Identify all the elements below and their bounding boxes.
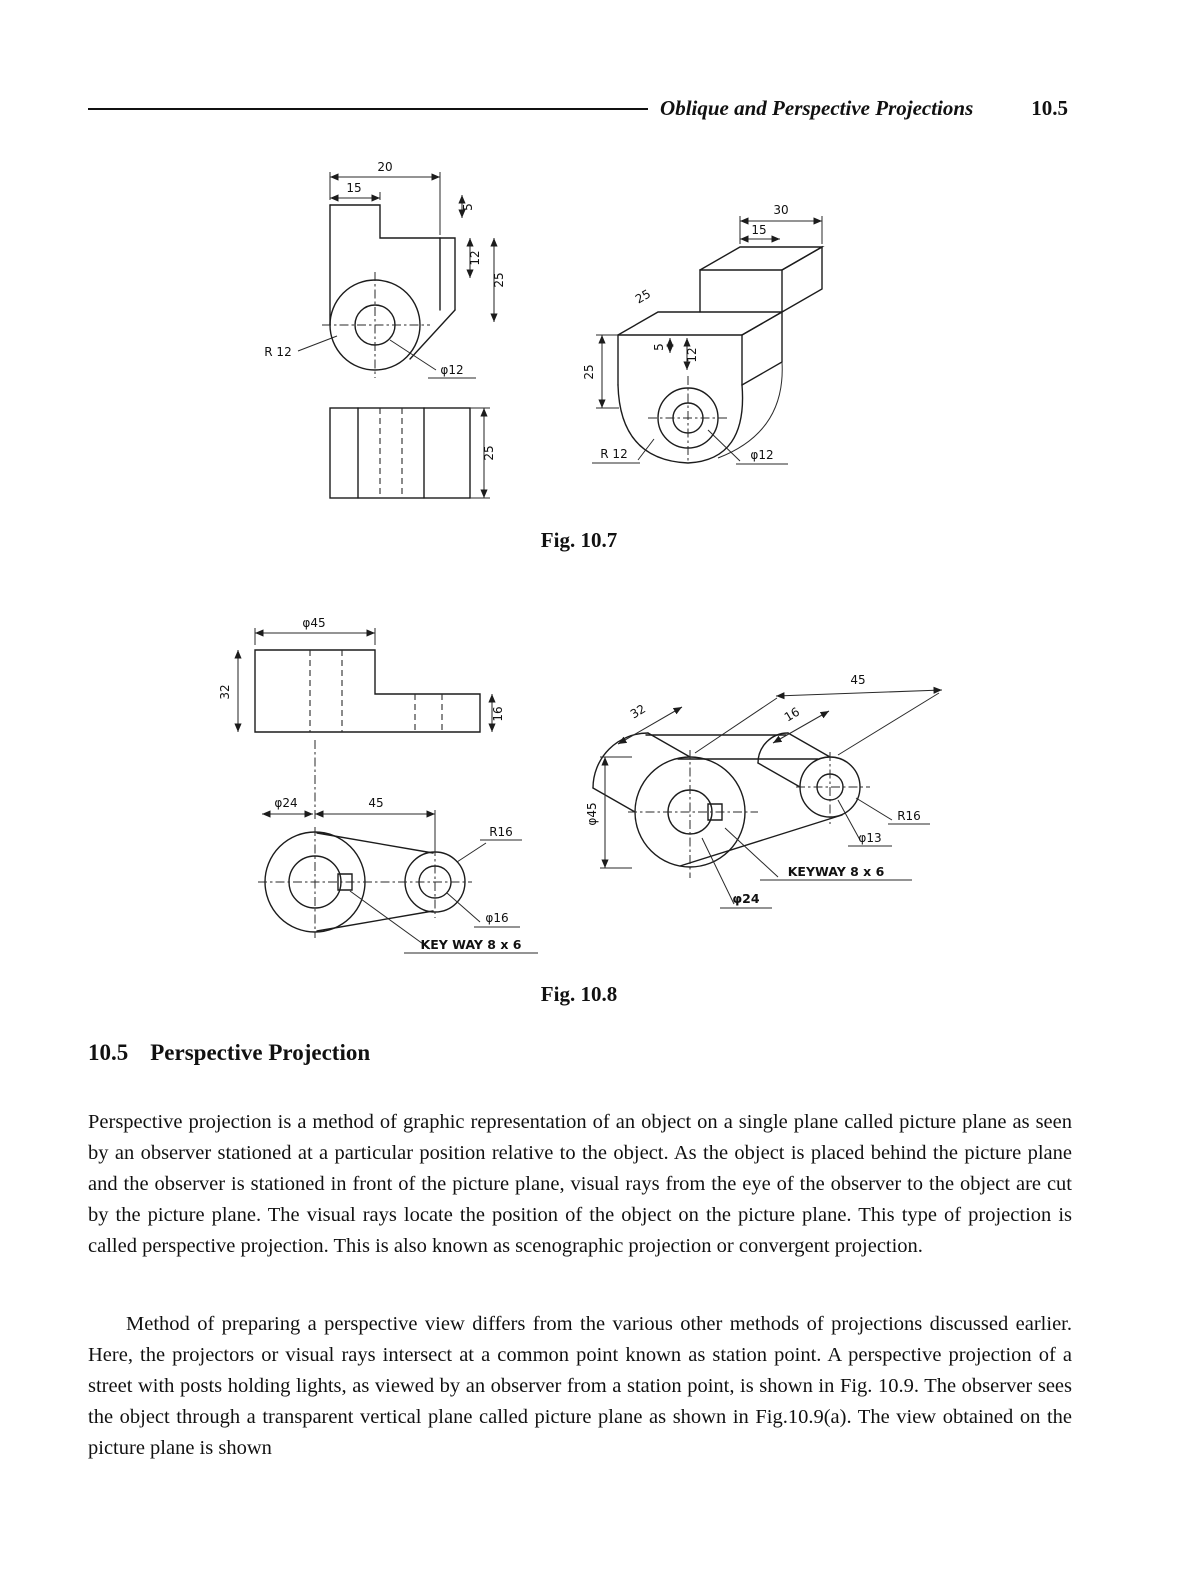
oblique-view: 30 15 25 25 5 12 R 12 φ12 (582, 203, 825, 465)
front-view: 20 15 5 12 25 R 12 φ12 (264, 160, 506, 379)
figure-caption-10-7: Fig. 10.7 (540, 528, 618, 552)
page-number: 10.5 (1031, 96, 1068, 120)
fig-10-8-drawing: φ45 32 16 φ24 45 R16 φ16 (218, 616, 943, 954)
dim-label-45: 45 (850, 673, 865, 687)
front-view: φ45 32 16 (218, 616, 505, 822)
dim-label-25-left: 25 (582, 364, 596, 379)
dim-label-5: 5 (461, 203, 475, 211)
keyway-label: KEY WAY 8 x 6 (421, 937, 522, 952)
radius-label-r12: R 12 (600, 447, 627, 461)
paragraph-2: Method of preparing a perspective view d… (88, 1312, 1072, 1459)
fig-10-7-drawing: 20 15 5 12 25 R 12 φ12 25 (264, 160, 825, 499)
paragraph-1: Perspective projection is a method of gr… (88, 1110, 1072, 1257)
radius-label-r16: R16 (489, 825, 513, 839)
diameter-label-phi16: φ16 (485, 911, 508, 925)
dim-label-32: 32 (218, 684, 232, 699)
dim-label-16: 16 (782, 705, 802, 725)
dim-label-30: 30 (773, 203, 788, 217)
keyway-label: KEYWAY 8 x 6 (788, 864, 885, 879)
diameter-label-phi13: φ13 (858, 831, 881, 845)
running-title: Oblique and Perspective Projections (660, 96, 974, 120)
section-title: Perspective Projection (150, 1040, 371, 1065)
page-header: Oblique and Perspective Projections 10.5 (88, 96, 1068, 121)
diameter-label-phi12: φ12 (440, 363, 463, 377)
dim-label-phi24: φ24 (274, 796, 297, 810)
dim-label-32: 32 (628, 702, 648, 722)
dim-label-25: 25 (482, 445, 496, 460)
diameter-label-phi12: φ12 (750, 448, 773, 462)
figure-caption-10-8: Fig. 10.8 (540, 982, 618, 1006)
diameter-label-phi24: φ24 (732, 891, 759, 906)
dim-label-5: 5 (652, 343, 666, 351)
dim-label-phi45: φ45 (585, 802, 599, 825)
dim-label-12: 12 (685, 347, 699, 362)
plan-view: 25 (329, 407, 496, 499)
dim-label-20: 20 (377, 160, 392, 174)
radius-label-r16: R16 (897, 809, 921, 823)
plan-view: φ24 45 R16 φ16 KEY WAY 8 x 6 (258, 796, 538, 954)
dim-label-15: 15 (346, 181, 361, 195)
oblique-view: 45 32 16 φ45 R16 φ13 KEYWAY 8 x 6 φ24 (585, 673, 943, 909)
dim-label-16: 16 (491, 706, 505, 721)
header-rule (88, 107, 649, 110)
dim-label-15: 15 (751, 223, 766, 237)
dim-label-phi45: φ45 (302, 616, 325, 630)
dim-label-25: 25 (492, 272, 506, 287)
section-number: 10.5 (88, 1040, 129, 1065)
section-heading: 10.5 Perspective Projection (88, 1040, 370, 1066)
radius-label-r12: R 12 (264, 345, 291, 359)
dim-label-45: 45 (368, 796, 383, 810)
dim-label-12: 12 (468, 250, 482, 265)
dim-label-25-slant: 25 (633, 287, 653, 307)
